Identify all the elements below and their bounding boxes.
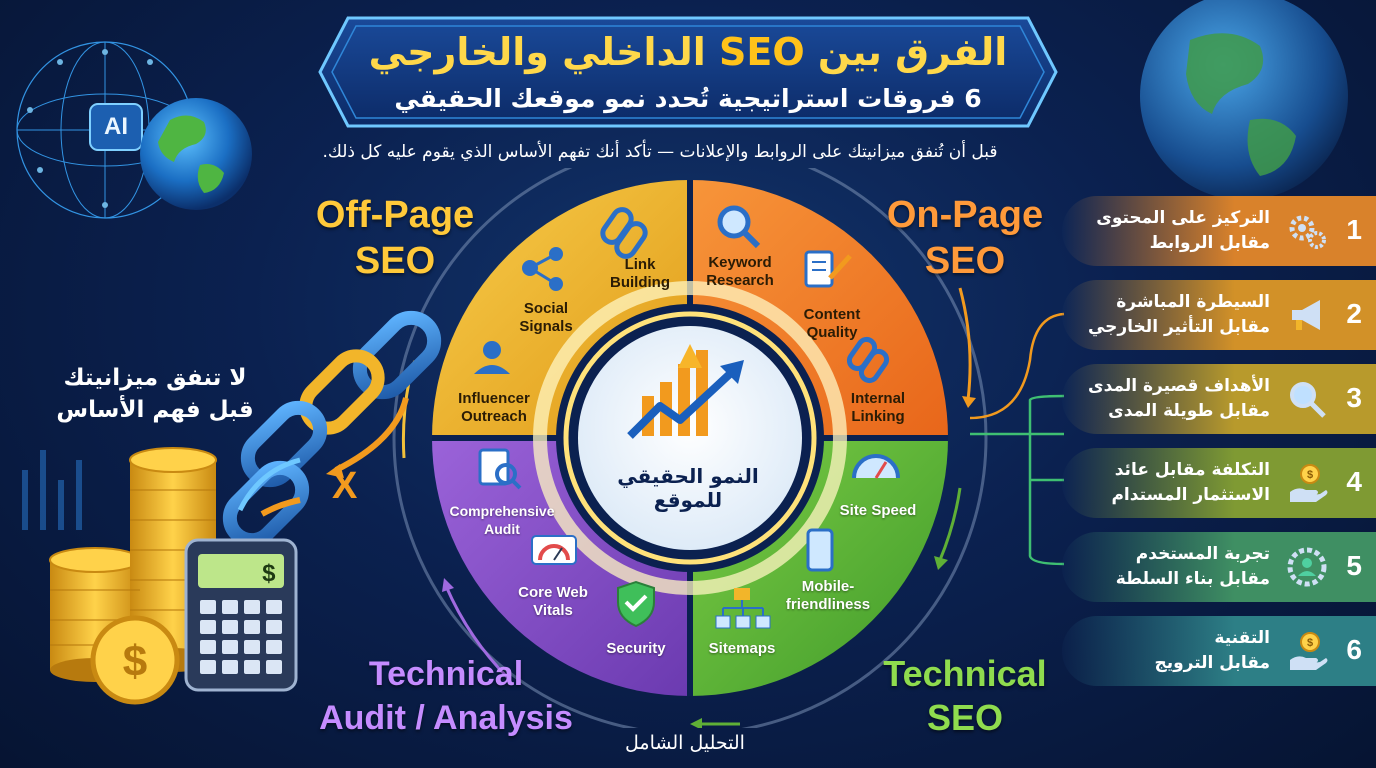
chain-link-icon (846, 336, 890, 384)
off-page-title-line2: SEO (354, 240, 436, 282)
wheel-item-site-speed: Site Speed (839, 502, 917, 519)
wheel-item-content-quality: Content Quality (803, 306, 861, 341)
wheel-item-comprehensive-audit: Comprehensive Audit (449, 503, 555, 537)
user-gear-icon (1286, 546, 1328, 588)
difference-number: 2 (1346, 298, 1362, 329)
difference-number: 6 (1346, 634, 1362, 665)
calculator-icon: $ (184, 538, 298, 692)
svg-text:$: $ (1307, 469, 1313, 481)
blocked-x-icon: X (332, 465, 358, 507)
wheel-item-internal-linking: Internal Linking (850, 390, 906, 425)
page-subtitle: 6 فروقات استراتيجية تُحدد نمو موقعك الحق… (394, 84, 982, 113)
calculator-display: $ (262, 562, 276, 589)
page-title: الفرق بين SEO الداخلي والخارجي (318, 30, 1058, 74)
title-banner: الفرق بين SEO الداخلي والخارجي 6 فروقات … (318, 16, 1058, 128)
on-page-title: On-Page SEO (870, 192, 1060, 284)
svg-text:$: $ (123, 637, 147, 686)
wheel-item-social-signals: Social Signals (519, 300, 573, 335)
on-page-title-line1: On-Page (886, 194, 1044, 236)
audit-report-icon (478, 448, 522, 490)
dollar-coin-icon (90, 615, 180, 705)
ai-badge-label: AI (104, 113, 128, 140)
budget-warning: لا تنفق ميزانيتك قبل فهم الأساس (56, 365, 254, 423)
wheel-item-keyword-research: Keyword Research (706, 254, 774, 289)
wheel-item-sitemaps: Sitemaps (708, 640, 776, 657)
gears-icon (1286, 210, 1328, 252)
center-hub (578, 326, 802, 550)
wheel-item-influencer-outreach: Influencer Outreach (458, 390, 530, 425)
megaphone-icon (1286, 294, 1328, 336)
difference-number: 3 (1346, 382, 1362, 413)
chain-link-icon (600, 207, 648, 259)
difference-number: 1 (1346, 214, 1362, 245)
magnifier-icon (1286, 378, 1328, 420)
technical-seo-title: Technical SEO (870, 652, 1060, 740)
magnifier-icon (717, 205, 761, 249)
technical-audit-title: Technical Audit / Analysis (296, 652, 596, 740)
speedometer-icon (852, 454, 900, 479)
ai-chip-icon (89, 103, 143, 151)
earth-globe-icon (1140, 0, 1348, 200)
title-seo: SEO (719, 30, 805, 74)
on-page-title-line2: SEO (924, 240, 1006, 282)
svg-text:$: $ (1307, 637, 1313, 649)
title-prefix: الفرق بين (817, 30, 1008, 74)
broken-chain-icon (222, 310, 442, 548)
difference-number: 5 (1346, 550, 1362, 581)
influencer-icon (474, 341, 510, 374)
difference-number: 4 (1346, 466, 1362, 497)
intro-text: قبل أن تُنفق ميزانيتك على الروابط والإعل… (322, 142, 998, 162)
wheel-item-link-building: Link Building (610, 256, 670, 291)
center-label: النمو الحقيقي للموقع (617, 464, 759, 512)
wheel-item-security: Security (606, 640, 666, 657)
sitemap-icon (715, 588, 771, 629)
wheel-item-core-web-vitals: Core Web Vitals (518, 584, 588, 619)
coin-hand-icon: $ (1286, 630, 1328, 672)
document-edit-icon (804, 250, 852, 288)
technical-audit-title-line1: Technical (368, 655, 524, 693)
list-connectors (969, 312, 1065, 566)
budget-illustration: X $ $ (49, 310, 442, 705)
technical-seo-title-line2: SEO (926, 697, 1004, 738)
analysis-label: التحليل الشامل (625, 732, 745, 754)
technical-seo-title-line1: Technical (883, 653, 1047, 694)
gauge-icon (531, 535, 577, 565)
shield-check-icon (617, 580, 655, 628)
title-suffix: الداخلي والخارجي (368, 30, 706, 74)
technical-audit-title-line2: Audit / Analysis (319, 699, 573, 737)
wheel-item-mobile-friendliness: Mobile- friendliness (785, 578, 871, 613)
off-page-title: Off-Page SEO (300, 192, 490, 284)
seo-wheel (392, 168, 988, 728)
growth-chart-icon (627, 344, 744, 439)
social-share-icon (522, 247, 563, 291)
smartphone-icon (806, 528, 834, 572)
off-page-title-line1: Off-Page (315, 194, 475, 236)
coin-hand-icon: $ (1286, 462, 1328, 504)
